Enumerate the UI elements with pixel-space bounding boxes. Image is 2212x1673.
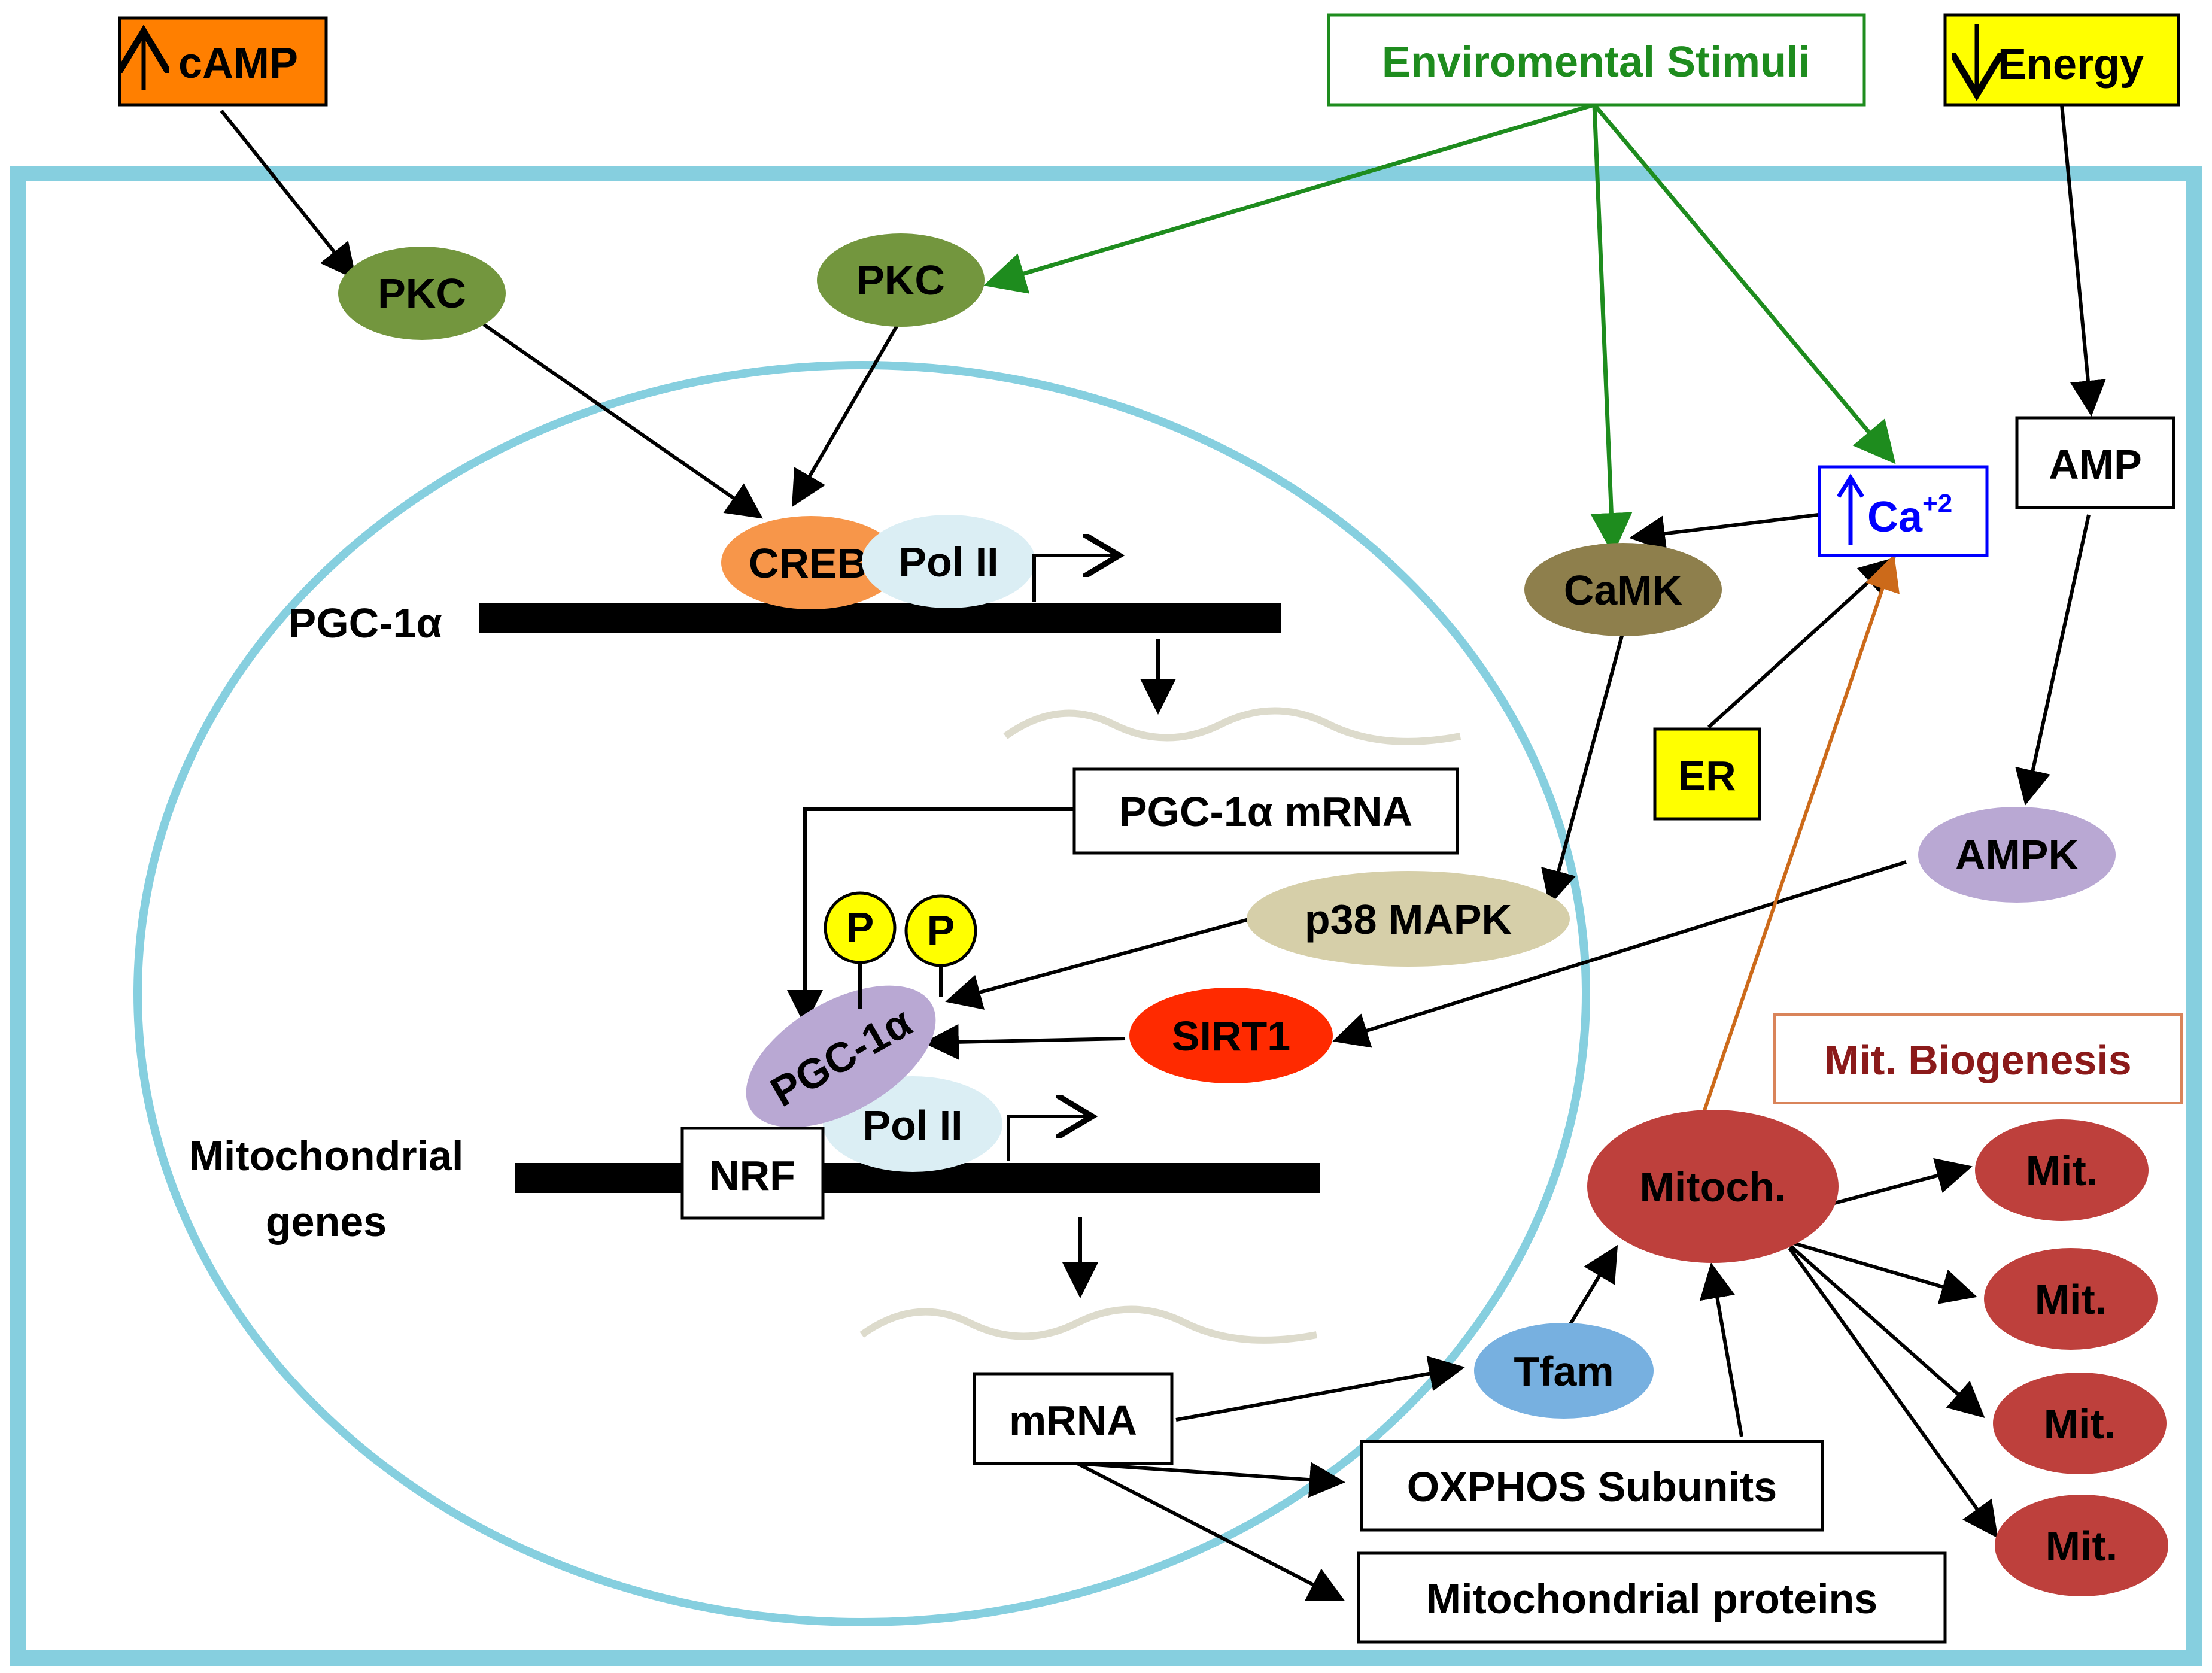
- mit-4-label: Mit.: [2046, 1523, 2118, 1569]
- mitoch-label: Mitoch.: [1640, 1164, 1786, 1210]
- pkc-left-label: PKC: [378, 270, 466, 317]
- arrow-p38-to-pgc: [945, 917, 1251, 1010]
- arrow-tfam-to-mitoch: [1565, 1244, 1618, 1331]
- ampk-node: AMPK: [1918, 807, 2116, 903]
- calcium-box: Ca+2: [1818, 465, 1989, 557]
- mit-node-2: Mit.: [1984, 1248, 2158, 1350]
- mit-biogenesis-box: Mit. Biogenesis: [1773, 1013, 2183, 1104]
- arrow-oxphos-to-mitoch: [1699, 1262, 1743, 1437]
- camk-label: CaMK: [1564, 567, 1682, 614]
- pol2-top-label: Pol II: [898, 539, 998, 585]
- arrow-mitoch-to-mit3: [1788, 1243, 1985, 1418]
- pol2-bottom-label: Pol II: [862, 1102, 962, 1149]
- mitoch-node: Mitoch.: [1587, 1110, 1839, 1263]
- arrow-mrna-to-proteins: [1076, 1462, 1345, 1601]
- arrow-ca-to-camk: [1629, 513, 1819, 552]
- mito-genes-label-1: Mitochondrial: [189, 1132, 464, 1179]
- arrow-mrna-to-tfam: [1175, 1356, 1465, 1422]
- energy-label: Energy: [1998, 41, 2144, 89]
- mit-biogenesis-label: Mit. Biogenesis: [1824, 1037, 2131, 1083]
- arrow-mitoch-to-ca: [1703, 554, 1900, 1111]
- tss-arrow-top: [1032, 555, 1119, 602]
- creb-node: CREB: [721, 516, 901, 609]
- camp-label: cAMP: [178, 40, 298, 87]
- mit-node-3: Mit.: [1993, 1373, 2167, 1474]
- arrow-mrna-to-oxphos: [1077, 1462, 1345, 1498]
- pgc-mrna-box: PGC-1α mRNA: [1072, 767, 1459, 855]
- nucleus: [133, 361, 1590, 1626]
- calcium-base: Ca: [1867, 493, 1923, 541]
- arrow-camk-to-p38: [1541, 631, 1625, 906]
- mrna-wave-top: [1003, 707, 1462, 745]
- er-label: ER: [1678, 752, 1736, 799]
- mito-genes-label-2: genes: [266, 1198, 387, 1245]
- mrna-label: mRNA: [1009, 1397, 1137, 1444]
- arrow-stimuli-to-camk: [1590, 104, 1633, 555]
- phosphate-2: P: [904, 894, 977, 967]
- mito-proteins-box: Mitochondrial proteins: [1357, 1551, 1947, 1644]
- arrow-mitoch-to-mit2: [1789, 1240, 1977, 1304]
- tfam-label: Tfam: [1514, 1348, 1614, 1395]
- arrow-energy-to-amp: [2060, 104, 2106, 417]
- arrow-camp-to-pkc: [220, 110, 357, 280]
- phosphate-1: P: [824, 891, 897, 964]
- arrow-stimuli-to-pkc: [983, 102, 1595, 294]
- camp-box: cAMP: [118, 16, 328, 107]
- tss-arrow-bottom: [1007, 1116, 1092, 1161]
- mit-1-label: Mit.: [2026, 1147, 2098, 1194]
- oxphos-label: OXPHOS Subunits: [1407, 1464, 1777, 1510]
- mit-node-4: Mit.: [1995, 1495, 2168, 1596]
- stimuli-label: Enviromental Stimuli: [1382, 38, 1810, 86]
- mito-proteins-label: Mitochondrial proteins: [1426, 1575, 1877, 1622]
- pgc-mrna-label: PGC-1α mRNA: [1119, 788, 1412, 835]
- pkc-left-node: PKC: [338, 247, 506, 340]
- pkc-right-node: PKC: [817, 233, 985, 327]
- pgc-gene-label: PGC-1α: [288, 600, 442, 646]
- er-box: ER: [1653, 727, 1761, 821]
- calcium-label: Ca+2: [1867, 489, 1952, 541]
- amp-label: AMP: [2049, 441, 2142, 488]
- mit-3-label: Mit.: [2044, 1401, 2116, 1447]
- environmental-stimuli-box: Enviromental Stimuli: [1327, 13, 1866, 107]
- p38-mapk-node: p38 MAPK: [1247, 871, 1570, 967]
- arrow-ampk-to-sirt1: [1332, 860, 1907, 1048]
- cell-membrane: [10, 166, 2202, 1666]
- arrow-stimuli-to-ca: [1593, 103, 1896, 464]
- calcium-charge: +2: [1922, 489, 1952, 518]
- arrow-er-to-ca: [1707, 557, 1896, 729]
- arrow-amp-to-ampk: [2015, 514, 2091, 806]
- pkc-right-label: PKC: [856, 257, 945, 303]
- p38-label: p38 MAPK: [1305, 896, 1512, 943]
- mit-2-label: Mit.: [2035, 1276, 2107, 1323]
- amp-box: AMP: [2015, 416, 2175, 509]
- tfam-node: Tfam: [1474, 1323, 1654, 1419]
- creb-label: CREB: [749, 540, 867, 587]
- arrow-pkc2-to-creb: [791, 323, 900, 508]
- pol2-top-node: Pol II: [862, 515, 1035, 608]
- arrow-mitoch-to-mit4: [1788, 1247, 1998, 1538]
- nrf-box: NRF: [680, 1127, 825, 1220]
- camk-node: CaMK: [1524, 543, 1722, 636]
- energy-box: Energy: [1943, 13, 2180, 107]
- phosphate-2-label: P: [927, 907, 955, 954]
- arrow-mrna-to-pgc: [787, 807, 1074, 1026]
- arrow-pkc-to-creb: [482, 323, 763, 519]
- mrna-box: mRNA: [973, 1372, 1174, 1465]
- nrf-label: NRF: [709, 1152, 795, 1199]
- oxphos-box: OXPHOS Subunits: [1360, 1440, 1824, 1532]
- mit-node-1: Mit.: [1975, 1119, 2149, 1221]
- sirt1-label: SIRT1: [1172, 1013, 1290, 1059]
- phosphate-1-label: P: [846, 904, 874, 951]
- arrow-sirt1-to-pgc: [923, 1024, 1126, 1060]
- dna-strand-top: [479, 603, 1281, 633]
- ampk-label: AMPK: [1955, 831, 2079, 878]
- mrna-wave-bottom: [859, 1305, 1318, 1344]
- sirt1-node: SIRT1: [1129, 988, 1333, 1083]
